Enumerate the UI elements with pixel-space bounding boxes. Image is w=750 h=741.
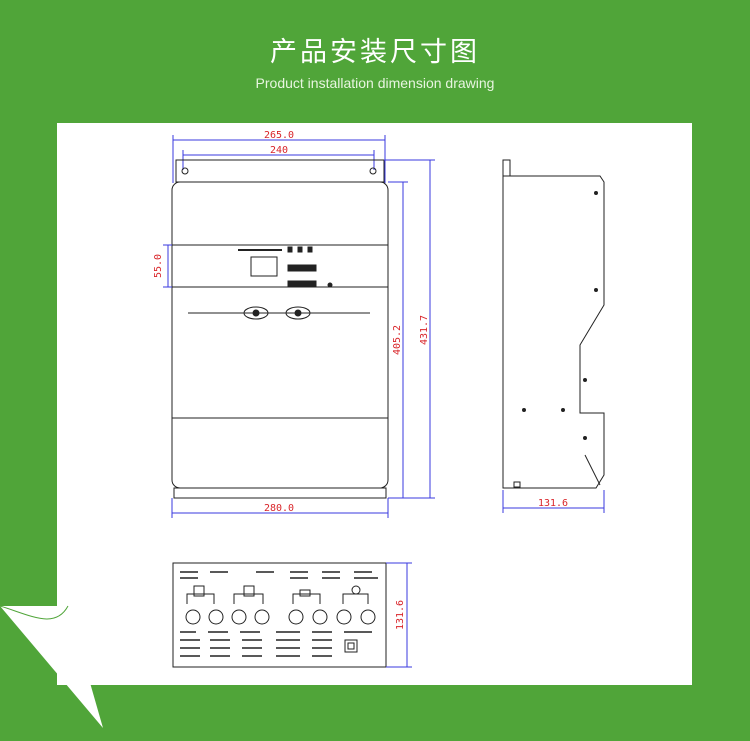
dim-side-depth: 131.6 xyxy=(538,498,568,509)
drawing-sheet xyxy=(57,123,692,685)
dim-bottom-depth: 131.6 xyxy=(395,600,406,630)
side-view xyxy=(502,159,605,513)
dim-panel-height: 55.0 xyxy=(153,254,164,278)
page-curl-fold xyxy=(0,605,69,620)
dim-bottom-width: 280.0 xyxy=(264,503,294,514)
page-subtitle: Product installation dimension drawing xyxy=(255,75,495,91)
dim-top-inner: 240 xyxy=(270,145,288,156)
dim-body-height: 405.2 xyxy=(392,325,403,355)
dim-total-height: 431.7 xyxy=(419,315,430,345)
page-curl xyxy=(0,606,103,728)
dim-top-outer: 265.0 xyxy=(264,130,294,141)
bottom-view xyxy=(172,562,412,668)
page-title: 产品安装尺寸图 xyxy=(270,37,480,68)
front-view xyxy=(163,135,435,518)
